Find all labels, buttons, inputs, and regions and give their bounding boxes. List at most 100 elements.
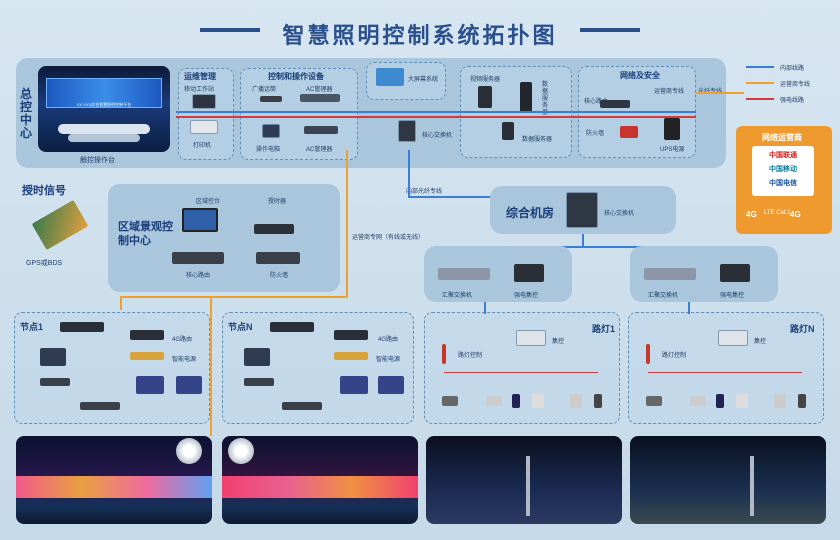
lamp1-pole-icon — [442, 344, 446, 364]
node1-controller-icon — [130, 352, 164, 360]
laptop-icon — [192, 94, 216, 109]
machine-room-title: 综合机房 — [506, 206, 555, 220]
core-router-icon — [600, 100, 630, 108]
lamp2-device-2 — [690, 396, 706, 406]
node2-switch-icon-2 — [282, 402, 322, 410]
video-wall-label: 大屏幕系统 — [408, 77, 439, 83]
lamp2-pole-icon — [646, 344, 650, 364]
lamp-panel-1 — [424, 312, 620, 424]
title-block: 智慧照明控制系统拓扑图 — [200, 18, 640, 54]
network-title: 网络及安全 — [620, 71, 660, 80]
node1-panel-icon-2 — [176, 376, 202, 394]
regional-center-panel — [108, 184, 340, 292]
machine-down-line — [582, 234, 584, 248]
video-server-label: 视频服务器 — [470, 77, 501, 83]
internal-line-main — [176, 111, 696, 113]
legend-label-carrier: 运营商专线 — [780, 82, 811, 88]
firewall-label: 防火墙 — [586, 131, 605, 137]
power-control-icon-2 — [720, 264, 750, 282]
lamp2-hub-icon — [718, 330, 748, 346]
aggregation-switch-icon-2 — [644, 268, 696, 280]
data-server-tower-icon — [520, 82, 532, 112]
broadcast-label: 广播话筒 — [252, 87, 277, 93]
carrier-line-label: 运营商专线 — [654, 89, 685, 95]
legend: 内部线路 运营商专线 强电线路 — [746, 62, 836, 112]
carrier-line-drop-2 — [210, 296, 212, 436]
operator-title: 网络运营商 — [762, 133, 802, 142]
lamp2-device-5 — [774, 394, 786, 408]
node2-controller-icon — [334, 352, 368, 360]
node1-gateway-icon — [60, 322, 104, 332]
city-lights-1 — [16, 476, 212, 498]
node1-monitor-icon — [40, 348, 66, 366]
power-line-main — [176, 116, 696, 118]
node1-switch-icon-2 — [80, 402, 120, 410]
title-deco-left — [200, 28, 260, 32]
node2-switch-icon — [244, 378, 274, 386]
carrier-line-horizontal — [120, 296, 348, 298]
logo-mobile: 中国移动 — [769, 166, 797, 173]
node2-4g-label: 4G路由 — [378, 337, 399, 343]
agg1-link — [484, 302, 486, 314]
lamp1-device-3 — [512, 394, 520, 408]
power-control-label-1: 强电集控 — [514, 293, 539, 299]
carrier-line-out — [696, 92, 744, 94]
core-switch-icon — [398, 120, 416, 142]
data-server-label-2: 数据服务器 — [542, 82, 549, 116]
regional-router-icon — [172, 252, 224, 264]
printer-label: 打印机 — [193, 143, 212, 149]
dome-camera-icon-2 — [228, 438, 254, 464]
node2-gateway-icon — [270, 322, 314, 332]
logo-telecom: 中国电信 — [769, 180, 797, 187]
logo-unicom: 中国联通 — [769, 152, 797, 159]
dome-camera-icon-1 — [176, 438, 202, 464]
data-server-label: 数据服务器 — [522, 137, 553, 143]
lamp2-device-1 — [646, 396, 662, 406]
street-pole-2 — [750, 456, 754, 516]
data-server-icon — [502, 122, 514, 140]
touch-console-label: 触控操作台 — [80, 157, 115, 164]
screen-caption: XX.XXX综合智慧照明控制平台 — [76, 102, 132, 107]
printer-icon — [190, 120, 218, 134]
lamp1-device-2 — [486, 396, 502, 406]
lamp1-device-4 — [532, 394, 544, 408]
node1-controller-label: 智能电源 — [172, 357, 197, 363]
control-devices-title: 控制和操作设备 — [268, 72, 324, 81]
node2-controller-label: 智能电源 — [376, 357, 401, 363]
legend-label-internal: 内部线路 — [780, 66, 805, 72]
node2-panel-icon-2 — [378, 376, 404, 394]
lamp1-hub-label: 集控 — [552, 339, 565, 345]
city-night-photo-1 — [16, 436, 212, 524]
ops-workstation-label: 移动工作站 — [184, 87, 215, 93]
node-title-1: 节点1 — [20, 322, 44, 332]
gps-label: GPS或BDS — [26, 260, 63, 267]
inner-fiber-line — [408, 150, 410, 198]
ac-device-label: AC管理器 — [306, 87, 333, 93]
control-center-label: 总控中心 — [20, 87, 33, 140]
control-room-image: XX.XXX综合智慧照明控制平台 — [38, 66, 170, 152]
satellite-icon — [31, 200, 89, 250]
timer-label: 授时器 — [268, 199, 287, 205]
ops-panel — [178, 68, 234, 160]
city-lights-2 — [222, 476, 418, 498]
net-tag-4g: 4G — [746, 210, 757, 219]
node2-4g-router-icon — [334, 330, 368, 340]
firewall-icon — [620, 126, 638, 138]
console-desk — [58, 124, 150, 134]
lamp1-device-5 — [570, 394, 582, 408]
street-lamp-photo-2 — [630, 436, 826, 524]
node1-4g-label: 4G路由 — [172, 337, 193, 343]
operator-logo-card: 中国联通 中国移动 中国电信 — [752, 146, 814, 196]
lamp2-device-6 — [798, 394, 806, 408]
node2-monitor-icon — [244, 348, 270, 366]
aggregation-switch-icon-1 — [438, 268, 490, 280]
lamp2-device-4 — [736, 394, 748, 408]
node2-panel-icon — [340, 376, 368, 394]
core-router-label: 核心路由 — [584, 99, 609, 105]
ac-switch-icon — [304, 126, 338, 134]
pc-label: 操作电脑 — [256, 147, 281, 153]
console-desk-base — [68, 134, 140, 142]
lamp-title-1: 路灯1 — [592, 324, 616, 334]
lamp2-control-label: 路灯控制 — [662, 353, 687, 359]
lamp1-bus-line — [444, 372, 598, 373]
